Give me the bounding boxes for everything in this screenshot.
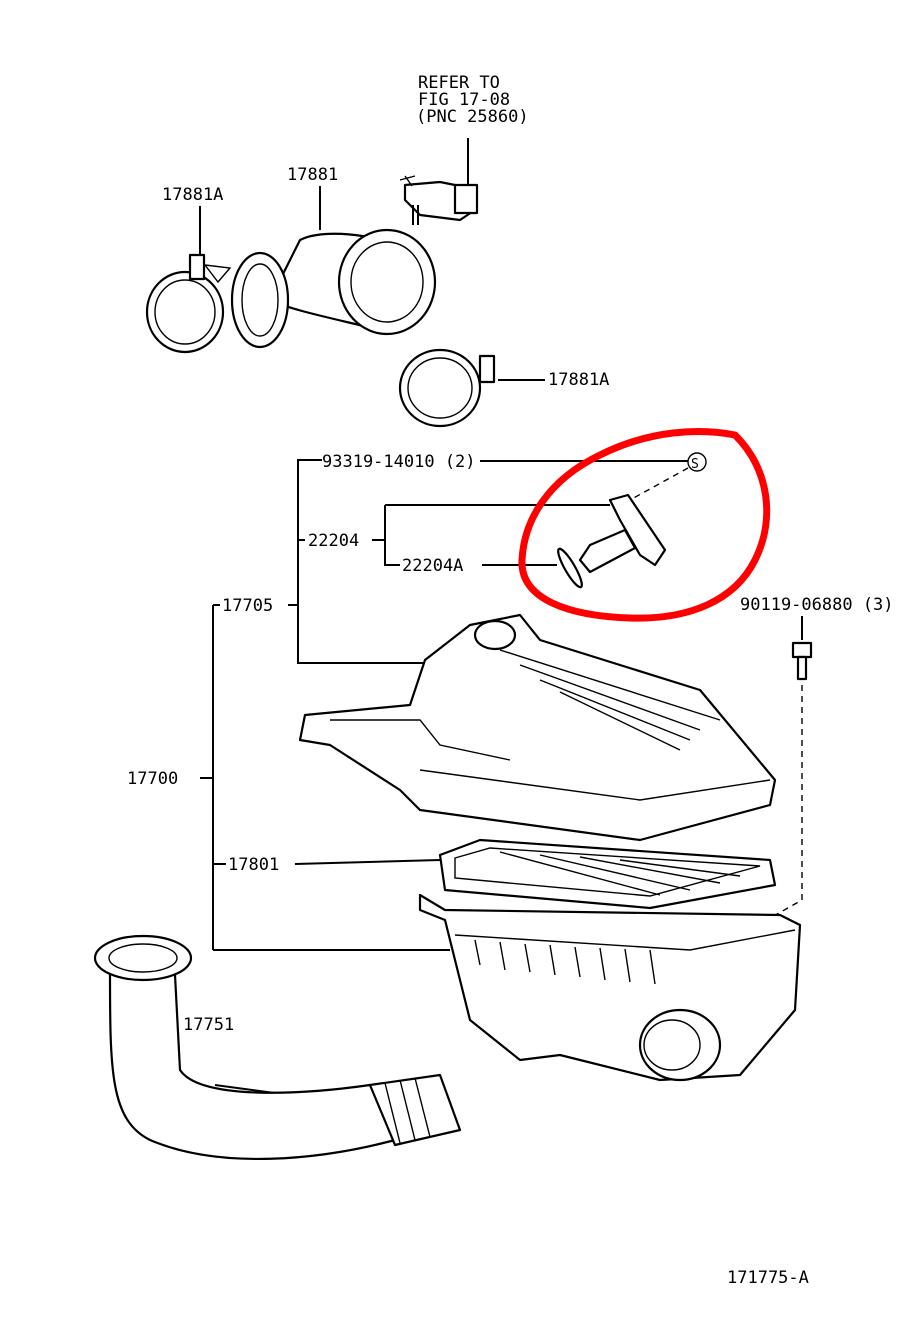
label-cleaner-assy: 17700 [127, 769, 178, 789]
label-clamp-right: 17881A [548, 370, 609, 390]
air-flow-meter-part [557, 493, 667, 589]
refer-note-line2: FIG 17-08 [418, 90, 510, 110]
vsv-valve-part [399, 175, 479, 225]
figure-id: 171775-A [727, 1268, 809, 1288]
label-clamp-left: 17881A [162, 185, 223, 205]
hose-clamp-left-part [145, 253, 232, 354]
air-cleaner-case-part [418, 893, 802, 1082]
symbol-s-circle [687, 452, 707, 472]
label-o-ring: 22204A [402, 556, 463, 576]
air-cleaner-cap-part [298, 613, 777, 842]
highlight-circle [518, 428, 771, 622]
air-hose-part [230, 228, 437, 349]
bolt-part [791, 641, 813, 681]
label-screw: 93319-14010 (2) [322, 452, 476, 472]
label-sensor: 22204 [308, 531, 359, 551]
air-filter-element-part [438, 838, 777, 910]
label-element: 17801 [228, 855, 279, 875]
hose-clamp-right-part [398, 348, 496, 428]
label-bolt: 90119-06880 (3) [740, 595, 894, 615]
label-cap: 17705 [222, 596, 273, 616]
label-inlet-pipe: 17751 [183, 1015, 234, 1035]
refer-note-line3: (PNC 25860) [416, 107, 529, 127]
label-hose: 17881 [287, 165, 338, 185]
symbol-s: S [691, 457, 699, 472]
refer-note-line1: REFER TO [418, 73, 500, 93]
inlet-pipe-part [93, 934, 462, 1161]
